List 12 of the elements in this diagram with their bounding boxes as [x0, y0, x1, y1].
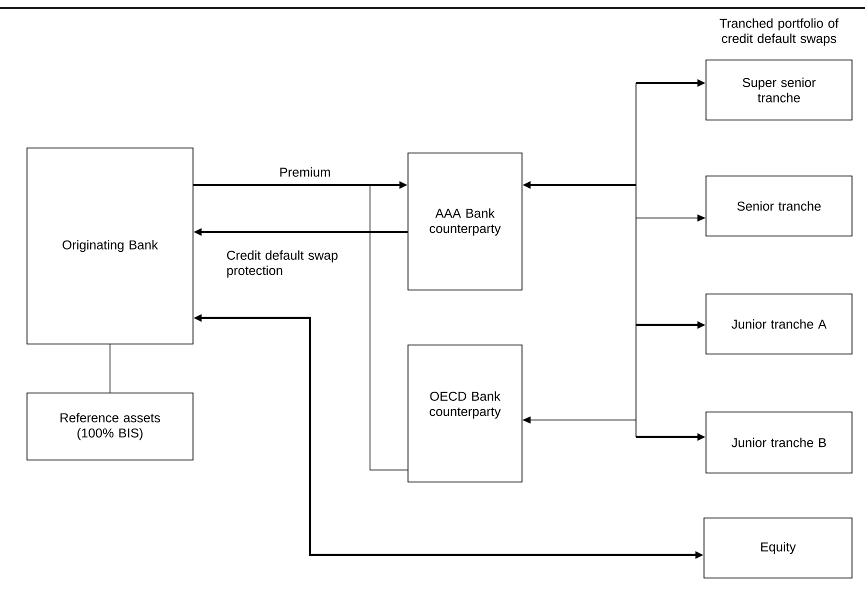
- counterparty-box: OECD Bank counterparty: [408, 344, 522, 482]
- edge-label: Credit default swap protection: [227, 250, 338, 278]
- edge-label: Premium: [280, 167, 330, 177]
- tranche-box: Junior tranche A: [706, 294, 852, 354]
- tranche-box: Senior tranche: [706, 176, 852, 236]
- assets-box: Reference assets (100% BIS): [26, 392, 194, 460]
- group-heading: Tranched portfolio of credit default swaps: [720, 18, 839, 46]
- tranche-box: Equity: [704, 518, 852, 578]
- counterparty-box: AAA Bank counterparty: [408, 152, 522, 290]
- bank-box: Originating Bank: [26, 148, 194, 344]
- tranche-box: Junior tranche B: [706, 412, 852, 474]
- tranche-box: Super senior tranche: [706, 60, 852, 120]
